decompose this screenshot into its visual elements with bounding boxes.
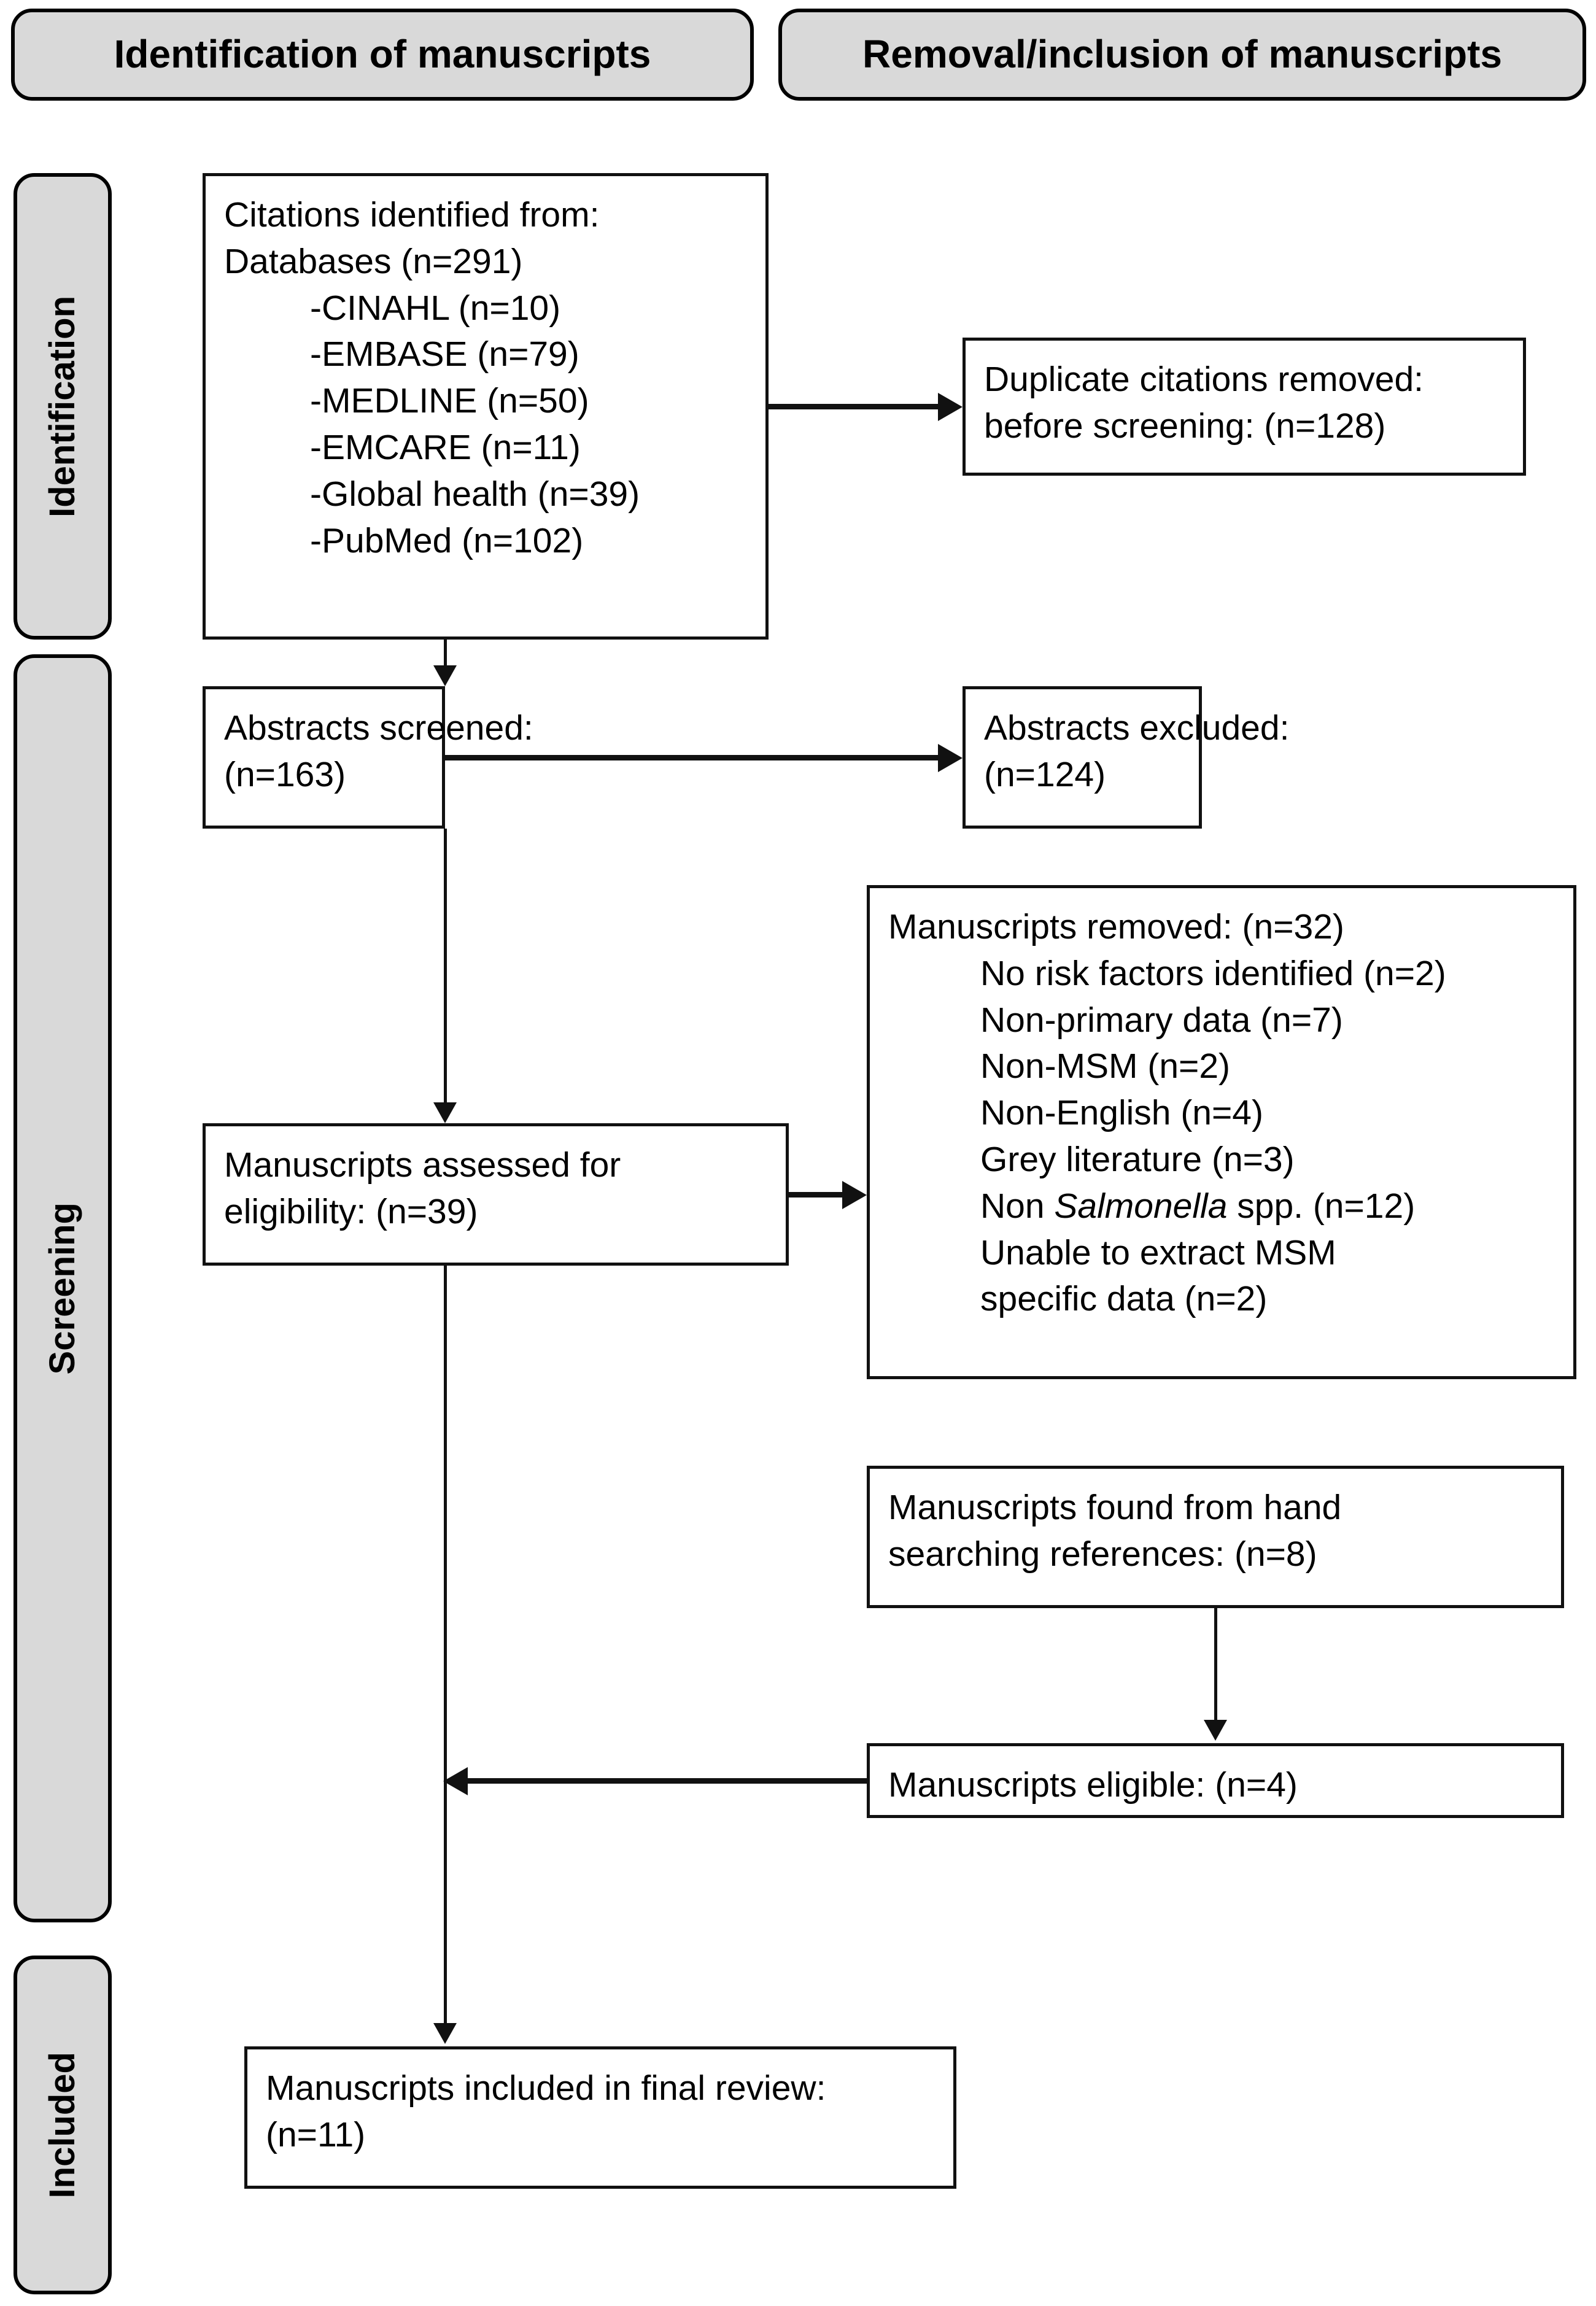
- assessed-line-2: eligibility: (n=39): [224, 1191, 478, 1231]
- abstracts-screened-line-1: Abstracts screened:: [224, 708, 533, 748]
- duplicates-line-1: Duplicate citations removed:: [984, 360, 1424, 399]
- included-final-line-1: Manuscripts included in final review:: [266, 2068, 826, 2108]
- removed-reason-unable-extract-line-2: specific data (n=2): [980, 1279, 1268, 1319]
- box-duplicate-citations-removed: Duplicate citations removed: before scre…: [963, 338, 1526, 476]
- removed-reason-no-risk-factors: No risk factors identified (n=2): [980, 953, 1446, 993]
- arrowhead-assessed-to-included: [433, 2023, 457, 2044]
- duplicates-line-2: before screening: (n=128): [984, 406, 1386, 446]
- connector-citations-to-duplicates: [769, 404, 938, 409]
- arrowhead-assessed-to-removed: [842, 1181, 867, 1209]
- non-salmonella-prefix: Non: [980, 1186, 1055, 1226]
- box-abstracts-screened: Abstracts screened: (n=163): [203, 686, 533, 829]
- connector-abstracts-to-excluded: [445, 755, 938, 760]
- connector-citations-to-abstracts: [444, 640, 447, 667]
- connector-assessed-to-included: [444, 1266, 447, 2024]
- removed-reason-non-msm: Non-MSM (n=2): [980, 1047, 1231, 1086]
- removed-heading: Manuscripts removed: (n=32): [888, 907, 1344, 946]
- citations-db-global-health: -Global health (n=39): [310, 474, 640, 514]
- box-abstracts-excluded: Abstracts excluded: (n=124): [963, 686, 1290, 829]
- abstracts-excluded-line-2: (n=124): [984, 754, 1106, 794]
- citations-line-1: Citations identified from:: [224, 195, 600, 234]
- citations-db-medline: -MEDLINE (n=50): [310, 381, 589, 421]
- connector-eligible-to-trunk: [468, 1778, 867, 1784]
- arrowhead-citations-to-duplicates: [938, 393, 963, 421]
- hand-search-line-2: searching references: (n=8): [888, 1534, 1317, 1574]
- stage-identification-label: Identification: [42, 295, 82, 517]
- box-manuscripts-included-final: Manuscripts included in final review: (n…: [244, 2046, 956, 2189]
- header-removal-inclusion: Removal/inclusion of manuscripts: [778, 9, 1586, 101]
- box-citations-identified: Citations identified from: Databases (n=…: [203, 173, 769, 640]
- stage-screening-label: Screening: [42, 1202, 82, 1375]
- box-manuscripts-assessed: Manuscripts assessed for eligibility: (n…: [203, 1123, 789, 1266]
- removed-reason-grey-literature: Grey literature (n=3): [980, 1139, 1295, 1179]
- citations-db-emcare: -EMCARE (n=11): [310, 427, 581, 467]
- stage-identification: Identification: [14, 173, 112, 640]
- header-identification-label: Identification of manuscripts: [114, 32, 651, 77]
- header-identification: Identification of manuscripts: [11, 9, 754, 101]
- citations-line-2: Databases (n=291): [224, 241, 523, 281]
- citations-db-cinahl: -CINAHL (n=10): [310, 288, 561, 328]
- removed-reason-non-salmonella: Non Salmonella spp. (n=12): [888, 1183, 1555, 1230]
- box-manuscripts-eligible: Manuscripts eligible: (n=4): [867, 1743, 1564, 1818]
- stage-included: Included: [14, 1956, 112, 2294]
- non-salmonella-suffix: spp. (n=12): [1227, 1186, 1416, 1226]
- citations-db-pubmed: -PubMed (n=102): [310, 520, 584, 560]
- abstracts-screened-line-2: (n=163): [224, 754, 346, 794]
- removed-reason-unable-extract-line-1: Unable to extract MSM: [980, 1232, 1336, 1272]
- arrowhead-handsearch-to-eligible: [1204, 1720, 1227, 1741]
- assessed-line-1: Manuscripts assessed for: [224, 1145, 621, 1185]
- arrowhead-abstracts-to-excluded: [938, 744, 963, 772]
- stage-included-label: Included: [42, 2051, 82, 2199]
- connector-handsearch-to-eligible: [1214, 1608, 1217, 1721]
- arrowhead-abstracts-to-assessed: [433, 1102, 457, 1123]
- connector-assessed-to-removed: [789, 1192, 844, 1197]
- hand-search-line-1: Manuscripts found from hand: [888, 1488, 1342, 1527]
- abstracts-excluded-line-1: Abstracts excluded:: [984, 708, 1290, 748]
- removed-reason-non-english: Non-English (n=4): [980, 1093, 1263, 1133]
- box-manuscripts-removed: Manuscripts removed: (n=32) No risk fact…: [867, 885, 1576, 1379]
- non-salmonella-genus: Salmonella: [1054, 1186, 1228, 1226]
- eligible-line-1: Manuscripts eligible: (n=4): [888, 1765, 1298, 1805]
- arrowhead-citations-to-abstracts: [433, 665, 457, 686]
- connector-abstracts-to-assessed: [444, 829, 447, 1104]
- header-removal-inclusion-label: Removal/inclusion of manuscripts: [862, 32, 1502, 77]
- stage-screening: Screening: [14, 654, 112, 1922]
- included-final-line-2: (n=11): [266, 2114, 366, 2154]
- arrowhead-eligible-to-trunk: [443, 1767, 468, 1795]
- citations-db-embase: -EMBASE (n=79): [310, 335, 579, 374]
- box-hand-searching-references: Manuscripts found from hand searching re…: [867, 1466, 1564, 1608]
- removed-reason-non-primary-data: Non-primary data (n=7): [980, 1000, 1343, 1040]
